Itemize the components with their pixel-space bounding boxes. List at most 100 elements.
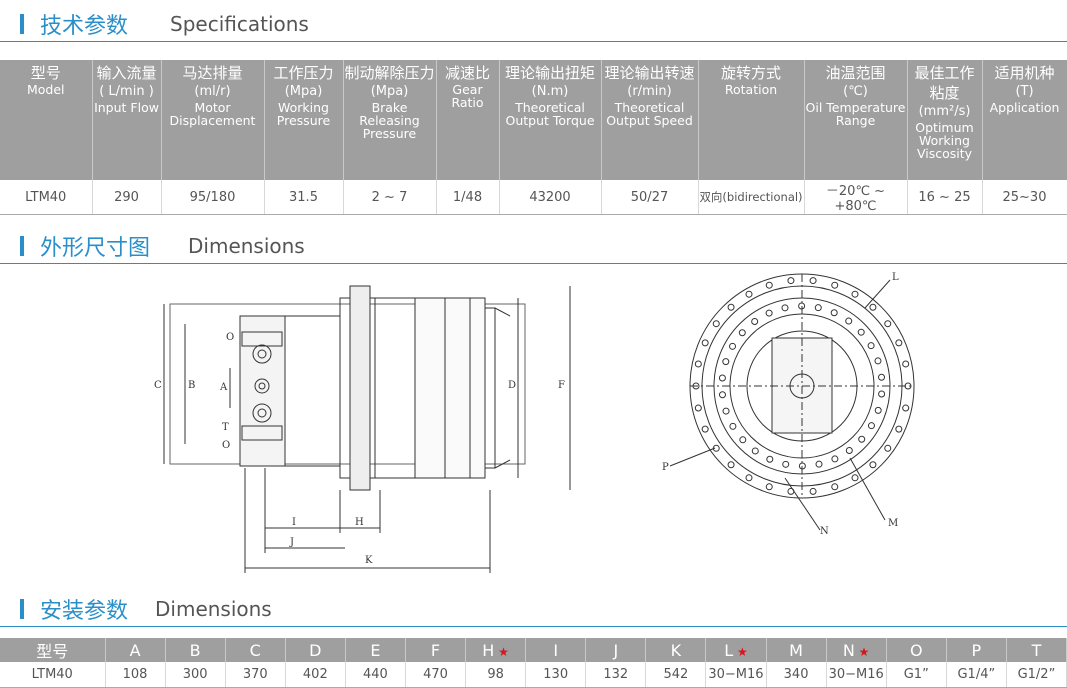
inner-bolt-hole — [845, 317, 853, 325]
header-unit: (mm²/s) — [918, 104, 971, 119]
dims-title-en: Dimensions — [188, 234, 305, 258]
bolt-hole — [694, 360, 702, 368]
spec-col-header: 理论输出扭矩(N.m)Theoretical Output Torque — [499, 60, 602, 180]
spec-cell: LTM40 — [0, 180, 93, 215]
bolt-hole — [712, 444, 720, 452]
inner-bolt-hole — [878, 373, 886, 381]
inner-bolt-hole — [751, 447, 759, 455]
dim-cell: G1/2” — [1006, 662, 1067, 688]
label-o-top: O — [226, 332, 234, 343]
header-zh: 输入流量 — [96, 64, 157, 82]
bolt-hole — [851, 474, 859, 482]
bolt-hole — [765, 281, 773, 289]
dim-cell: 98 — [465, 662, 527, 688]
header-zh: 减速比 — [444, 64, 490, 82]
bolt-hole — [787, 487, 795, 495]
spec-col-header: 输入流量( L/min )Input Flow — [92, 60, 162, 180]
dim-col-header: J — [585, 638, 647, 662]
header-en: Rotation — [724, 82, 778, 97]
bolt-hole — [902, 360, 910, 368]
inner-bolt-hole — [781, 304, 789, 312]
required-star-icon: ★ — [854, 644, 870, 659]
header-unit: (r/min) — [627, 84, 672, 99]
label-p: P — [662, 462, 669, 473]
inner-bolt-hole — [874, 406, 882, 414]
bolt-hole — [895, 339, 903, 347]
dim-col-header: I — [525, 638, 587, 662]
dim-header-label: M — [789, 640, 803, 660]
inner-bolt-hole — [830, 309, 838, 317]
dim-cell: G1” — [886, 662, 947, 688]
dim-col-header: B — [165, 638, 226, 662]
specs-title-zh: 技术参数 — [40, 14, 129, 39]
header-zh: 油温范围 — [825, 64, 886, 82]
inner-bolt-hole — [867, 342, 875, 350]
side-view-drawing: C B A D F I H J K O T O — [154, 285, 571, 573]
bolt-hole — [869, 303, 877, 311]
header-unit: ( L/min ) — [99, 84, 154, 99]
inner-bolt-hole — [867, 422, 875, 430]
spec-cell: 25~30 — [982, 180, 1067, 215]
label-h: H — [355, 517, 364, 528]
label-k: K — [365, 555, 373, 566]
inner-bolt-hole — [858, 435, 866, 443]
header-zh: 适用机种 — [994, 64, 1055, 82]
inner-bolt-hole — [798, 302, 806, 310]
spec-cell: 43200 — [499, 180, 602, 215]
spec-cell: 50/27 — [601, 180, 699, 215]
header-en: Gear Ratio — [451, 82, 484, 110]
dim-header-label: T — [1031, 640, 1042, 660]
bolt-hole — [712, 320, 720, 328]
specs-section-header: 技术参数 Specifications — [0, 3, 1067, 42]
spec-col-header: 制动解除压力(Mpa)Brake Releasing Pressure — [343, 60, 437, 180]
label-o-bottom: O — [222, 440, 230, 451]
dim-header-label: A — [129, 640, 141, 660]
install-title-en: Dimensions — [155, 597, 272, 621]
spec-col-header: 适用机种(T)Application — [982, 60, 1067, 180]
label-l: L — [892, 272, 899, 283]
inner-bolt-hole — [878, 390, 886, 398]
header-unit: (ml/r) — [194, 84, 231, 99]
inner-bolt-hole — [739, 436, 747, 444]
inner-bolt-hole — [765, 309, 773, 317]
inner-bolt-hole — [845, 446, 853, 454]
bolt-hole — [884, 320, 892, 328]
bolt-hole — [701, 339, 709, 347]
bolt-hole — [745, 474, 753, 482]
spec-col-header: 理论输出转速 (r/min)Theoretical Output Speed — [601, 60, 699, 180]
dim-cell: 30−M16 — [826, 662, 887, 688]
section-marker — [20, 14, 24, 34]
inner-bolt-hole — [718, 374, 726, 382]
bolt-hole — [787, 277, 795, 285]
spec-cell: 1/48 — [436, 180, 500, 215]
inner-bolt-hole — [722, 407, 730, 415]
header-zh: 最佳工作粘度 — [914, 64, 975, 102]
spec-cell: 双向(bidirectional) — [698, 180, 805, 215]
header-unit: (℃) — [843, 84, 868, 99]
dim-cell: 340 — [766, 662, 827, 688]
header-unit: (N.m) — [531, 84, 569, 99]
dim-cell: 470 — [405, 662, 467, 688]
dim-col-header: E — [345, 638, 406, 662]
dim-col-header: K — [645, 638, 707, 662]
dim-col-header: H ★ — [465, 638, 527, 662]
spec-cell: 290 — [92, 180, 162, 215]
header-en: Theoretical Output Speed — [606, 100, 693, 128]
header-zh: 旋转方式 — [720, 64, 781, 82]
dim-header-label: 型号 — [36, 642, 69, 661]
header-zh: 理论输出转速 — [604, 64, 695, 82]
dim-cell: LTM40 — [0, 662, 106, 688]
dims-section-header: 外形尺寸图 Dimensions — [0, 225, 1067, 264]
bolt-hole — [869, 461, 877, 469]
dim-col-header: P — [946, 638, 1007, 662]
header-unit: (Mpa) — [370, 84, 409, 99]
bolt-hole — [902, 404, 910, 412]
bolt-hole — [727, 303, 735, 311]
dim-header-label: O — [909, 640, 923, 660]
dim-header-label: C — [249, 640, 261, 660]
dim-cell: 440 — [345, 662, 406, 688]
dim-header-label: J — [613, 640, 619, 660]
